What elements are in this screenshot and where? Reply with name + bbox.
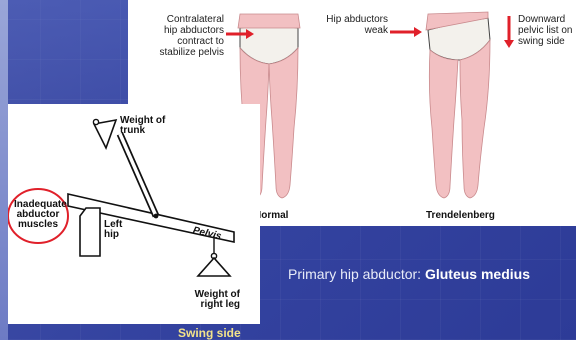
note-weak-line-1: Hip abductors: [304, 14, 388, 25]
note-weak-line-2: weak: [304, 25, 388, 36]
trendelenberg-caption: Trendelenberg: [426, 210, 495, 221]
red-arrow-downward: [504, 16, 514, 48]
swing-side-label: Swing side: [178, 326, 241, 340]
caption-prefix: Primary hip abductor:: [288, 266, 425, 282]
weight-trunk-line-2: trunk: [120, 126, 165, 136]
note-downward: Downward pelvic list on swing side: [518, 14, 576, 47]
slide-left-strip: [0, 0, 8, 340]
weight-leg-line-2: right leg: [184, 300, 240, 310]
left-hip-label: Left hip: [104, 220, 122, 240]
note-downward-line-3: swing side: [518, 36, 576, 47]
inadequate-label: Inadequate abductor muscles: [14, 200, 62, 230]
weight-trunk-label: Weight of trunk: [120, 116, 165, 136]
note-contralateral-line-3: contract to: [128, 36, 224, 47]
left-hip-line-2: hip: [104, 230, 122, 240]
note-contralateral-line-2: hip abductors: [128, 25, 224, 36]
note-contralateral: Contralateral hip abductors contract to …: [128, 14, 224, 58]
weight-leg-label: Weight of right leg: [184, 290, 240, 310]
inadequate-line-3: muscles: [14, 220, 62, 230]
note-contralateral-line-1: Contralateral: [128, 14, 224, 25]
note-downward-line-1: Downward: [518, 14, 576, 25]
red-arrow-weak: [390, 27, 422, 37]
note-downward-line-2: pelvic list on: [518, 25, 576, 36]
left-hip-fulcrum: [80, 208, 100, 256]
note-weak: Hip abductors weak: [304, 14, 388, 36]
trendelenberg-figure: [426, 12, 490, 198]
caption-primary-abductor: Primary hip abductor: Gluteus medius: [288, 266, 530, 282]
caption-muscle: Gluteus medius: [425, 266, 530, 282]
right-leg-weight: [198, 258, 230, 276]
lever-diagram-panel: Weight of trunk Inadequate abductor musc…: [8, 104, 260, 324]
note-contralateral-line-4: stabilize pelvis: [128, 47, 224, 58]
